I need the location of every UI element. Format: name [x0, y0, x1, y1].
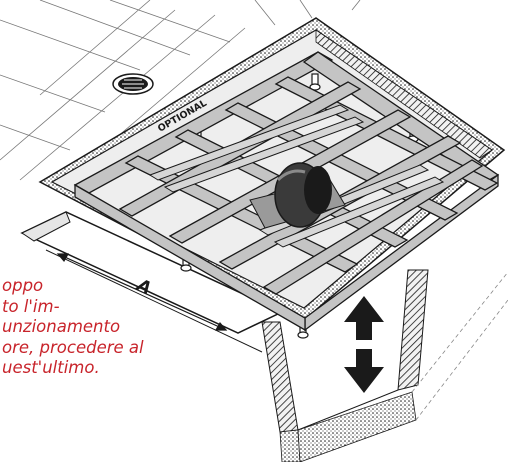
caption-line: ore, procedere al: [2, 337, 144, 357]
floor-drain-grate-icon: [112, 73, 154, 95]
dimension-line-a: [56, 253, 228, 331]
caption-line: oppo: [2, 276, 44, 295]
caption-text: oppo to l'im- unzionamento ore, proceder…: [0, 276, 300, 379]
sump-walls: [261, 269, 508, 463]
caption-line: to l'im-: [2, 296, 60, 316]
caption-line: uest'ultimo.: [2, 358, 100, 377]
caption-line: unzionamento: [2, 317, 121, 336]
double-arrow-up-down-icon: [344, 296, 384, 393]
inner-rails: [148, 104, 445, 248]
pump-motor-icon: [249, 162, 346, 229]
floor-tile-grid: [0, 0, 361, 181]
